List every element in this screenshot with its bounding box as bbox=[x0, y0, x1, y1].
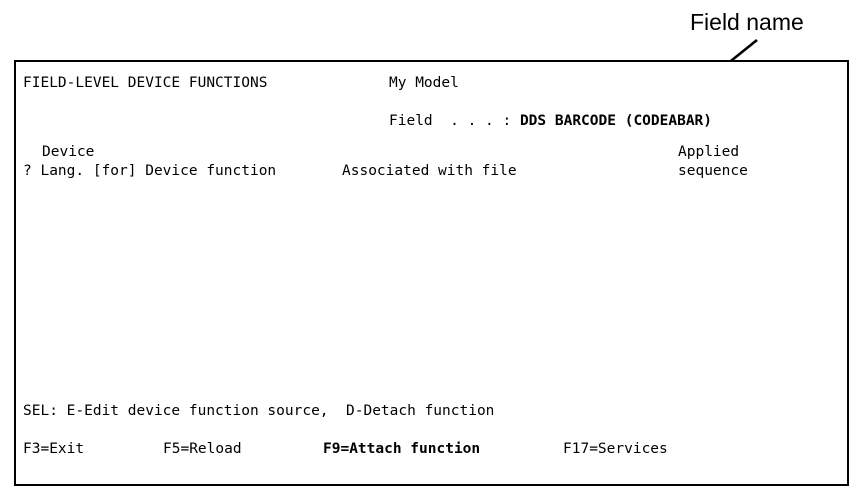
function-key-f9[interactable]: F9=Attach function bbox=[323, 441, 481, 457]
selection-help-line: SEL: E-Edit device function source, D-De… bbox=[23, 403, 495, 419]
column-header-left: ? Lang. [for] Device function bbox=[23, 163, 277, 179]
model-name: My Model bbox=[389, 75, 459, 91]
column-header-device: Device bbox=[42, 144, 95, 160]
device-function-list[interactable] bbox=[23, 182, 833, 392]
terminal-window: FIELD-LEVEL DEVICE FUNCTIONS My Model Fi… bbox=[14, 60, 849, 486]
field-line: Field . . . : DDS BARCODE (CODEABAR) bbox=[389, 112, 712, 131]
terminal-screen[interactable]: FIELD-LEVEL DEVICE FUNCTIONS My Model Fi… bbox=[16, 62, 847, 484]
function-key-f17[interactable]: F17=Services bbox=[563, 441, 668, 457]
field-label: Field . . . : bbox=[389, 113, 512, 129]
column-header-associated: Associated with file bbox=[342, 163, 517, 179]
function-key-f5[interactable]: F5=Reload bbox=[163, 441, 242, 457]
function-key-f3[interactable]: F3=Exit bbox=[23, 441, 85, 457]
field-value: DDS BARCODE (CODEABAR) bbox=[519, 113, 713, 129]
column-header-applied: Applied bbox=[678, 144, 740, 160]
screen-title: FIELD-LEVEL DEVICE FUNCTIONS bbox=[23, 75, 268, 91]
annotation-label-field-name: Field name bbox=[690, 9, 804, 35]
column-header-sequence: sequence bbox=[678, 163, 748, 179]
